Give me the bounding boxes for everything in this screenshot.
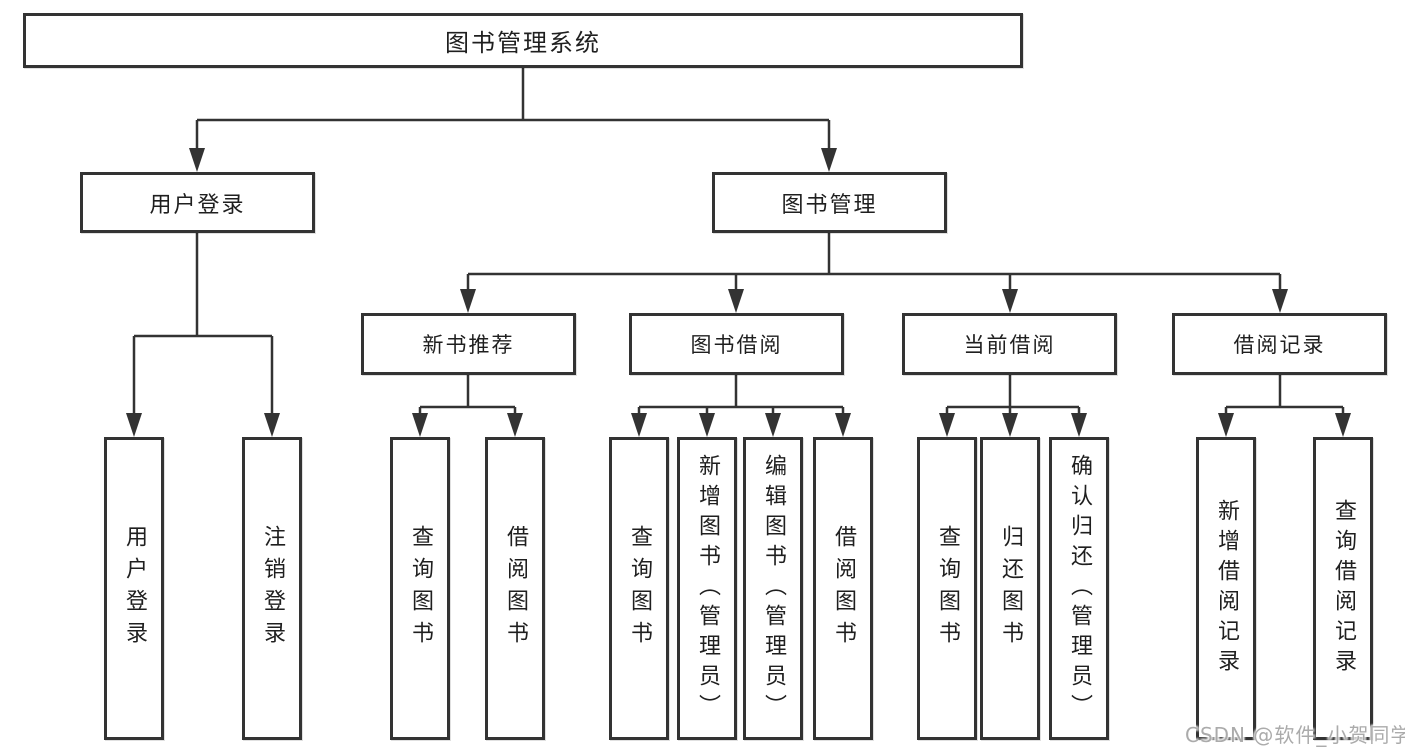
connector-borrow-to-leaves [637, 375, 845, 417]
node-leaf-user-login: 用户登录 [104, 437, 164, 740]
node-leaf-add-borrow-record: 新增借阅记录 [1196, 437, 1256, 740]
node-leaf-logout: 注销登录 [242, 437, 302, 740]
node-leaf-borrow-books-recommend: 借阅图书 [485, 437, 545, 740]
node-leaf-query-borrow-record: 查询借阅记录 [1313, 437, 1373, 740]
connector-login-to-leaves [132, 233, 274, 417]
connector-current-to-leaves [945, 375, 1081, 417]
connector-manage-to-level3 [466, 233, 1282, 293]
node-new-book-recommend: 新书推荐 [361, 313, 576, 375]
node-leaf-return-book: 归还图书 [980, 437, 1040, 740]
node-leaf-query-books-borrow: 查询图书 [609, 437, 669, 740]
node-book-borrow: 图书借阅 [629, 313, 844, 375]
connector-recommend-to-leaves [418, 375, 517, 417]
node-library-system: 图书管理系统 [23, 13, 1023, 68]
node-leaf-query-books-recommend: 查询图书 [390, 437, 450, 740]
node-leaf-confirm-return-admin: 确认归还（管理员） [1049, 437, 1109, 740]
node-book-management: 图书管理 [712, 172, 947, 233]
node-leaf-borrow-books: 借阅图书 [813, 437, 873, 740]
node-leaf-add-book-admin: 新增图书（管理员） [677, 437, 737, 740]
arrowheads [126, 148, 1351, 437]
node-leaf-query-books-current: 查询图书 [917, 437, 977, 740]
connector-records-to-leaves [1224, 375, 1345, 417]
node-current-borrow: 当前借阅 [902, 313, 1117, 375]
connector-root-to-level2 [195, 68, 831, 152]
node-borrow-records: 借阅记录 [1172, 313, 1387, 375]
node-leaf-edit-book-admin: 编辑图书（管理员） [743, 437, 803, 740]
node-user-login: 用户登录 [80, 172, 315, 233]
csdn-watermark: CSDN @软件_小贺同学 [1185, 723, 1405, 747]
